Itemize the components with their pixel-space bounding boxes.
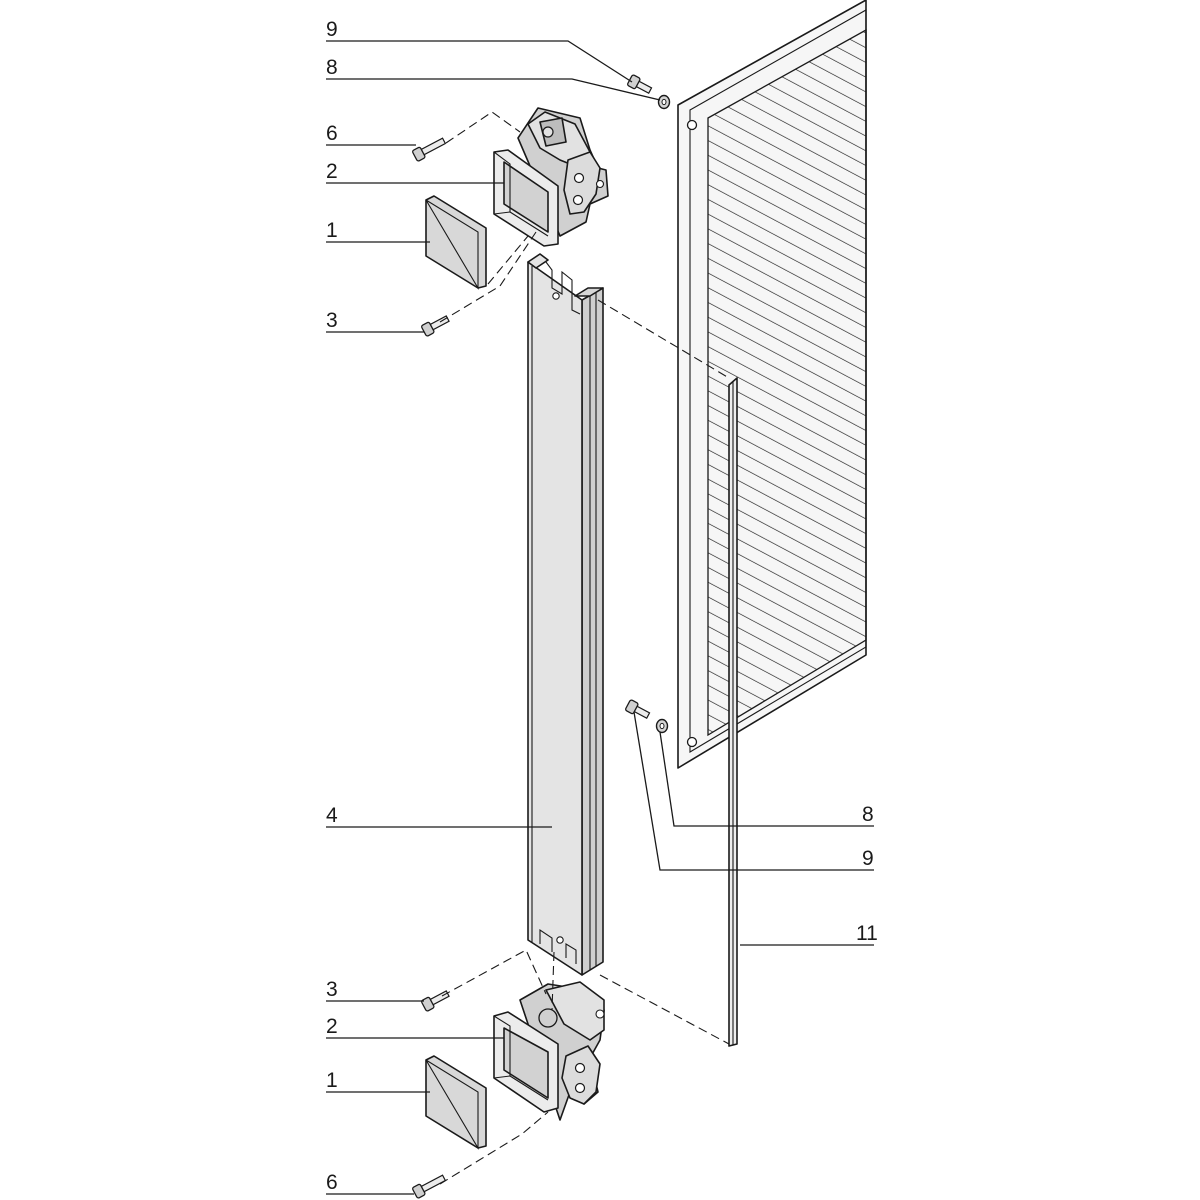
callout-4: 4 (326, 804, 338, 827)
callout-3-bottom: 3 (326, 978, 338, 1001)
callout-8-top: 8 (326, 56, 338, 79)
callout-1-top: 1 (326, 219, 338, 242)
assembly-lines (439, 111, 730, 1185)
callout-1-bottom: 1 (326, 1069, 338, 1092)
panel-hole-bottom (686, 736, 698, 748)
pad-top (425, 195, 487, 291)
callout-8-right: 8 (862, 803, 874, 826)
bottom-clamp-block (493, 981, 605, 1121)
screw-6-top (412, 137, 447, 162)
callout-9-right: 9 (862, 847, 874, 870)
callout-11: 11 (856, 922, 878, 945)
vent-grille-hatch (707, 28, 867, 737)
screw-6-bottom (412, 1174, 447, 1199)
callout-3-top: 3 (326, 309, 338, 332)
screw-3-bottom (421, 990, 450, 1012)
washer-8-top (657, 94, 671, 110)
panel-hole-top (686, 119, 698, 131)
screw-9-top (627, 74, 653, 94)
screw-3-top (421, 315, 450, 337)
callout-6-bottom: 6 (326, 1171, 338, 1194)
callout-2-top: 2 (326, 160, 338, 183)
callout-2-bottom: 2 (326, 1015, 338, 1038)
callout-6-top: 6 (326, 122, 338, 145)
top-clamp-block (493, 107, 609, 247)
gasket-strip (728, 377, 738, 1047)
callout-9-top: 9 (326, 18, 338, 41)
profile-rail (527, 253, 604, 976)
leader-lines (326, 40, 874, 1195)
pad-bottom (425, 1055, 487, 1151)
washer-8-right (655, 718, 669, 734)
screw-9-right (625, 699, 651, 719)
vent-panel (677, 0, 867, 769)
